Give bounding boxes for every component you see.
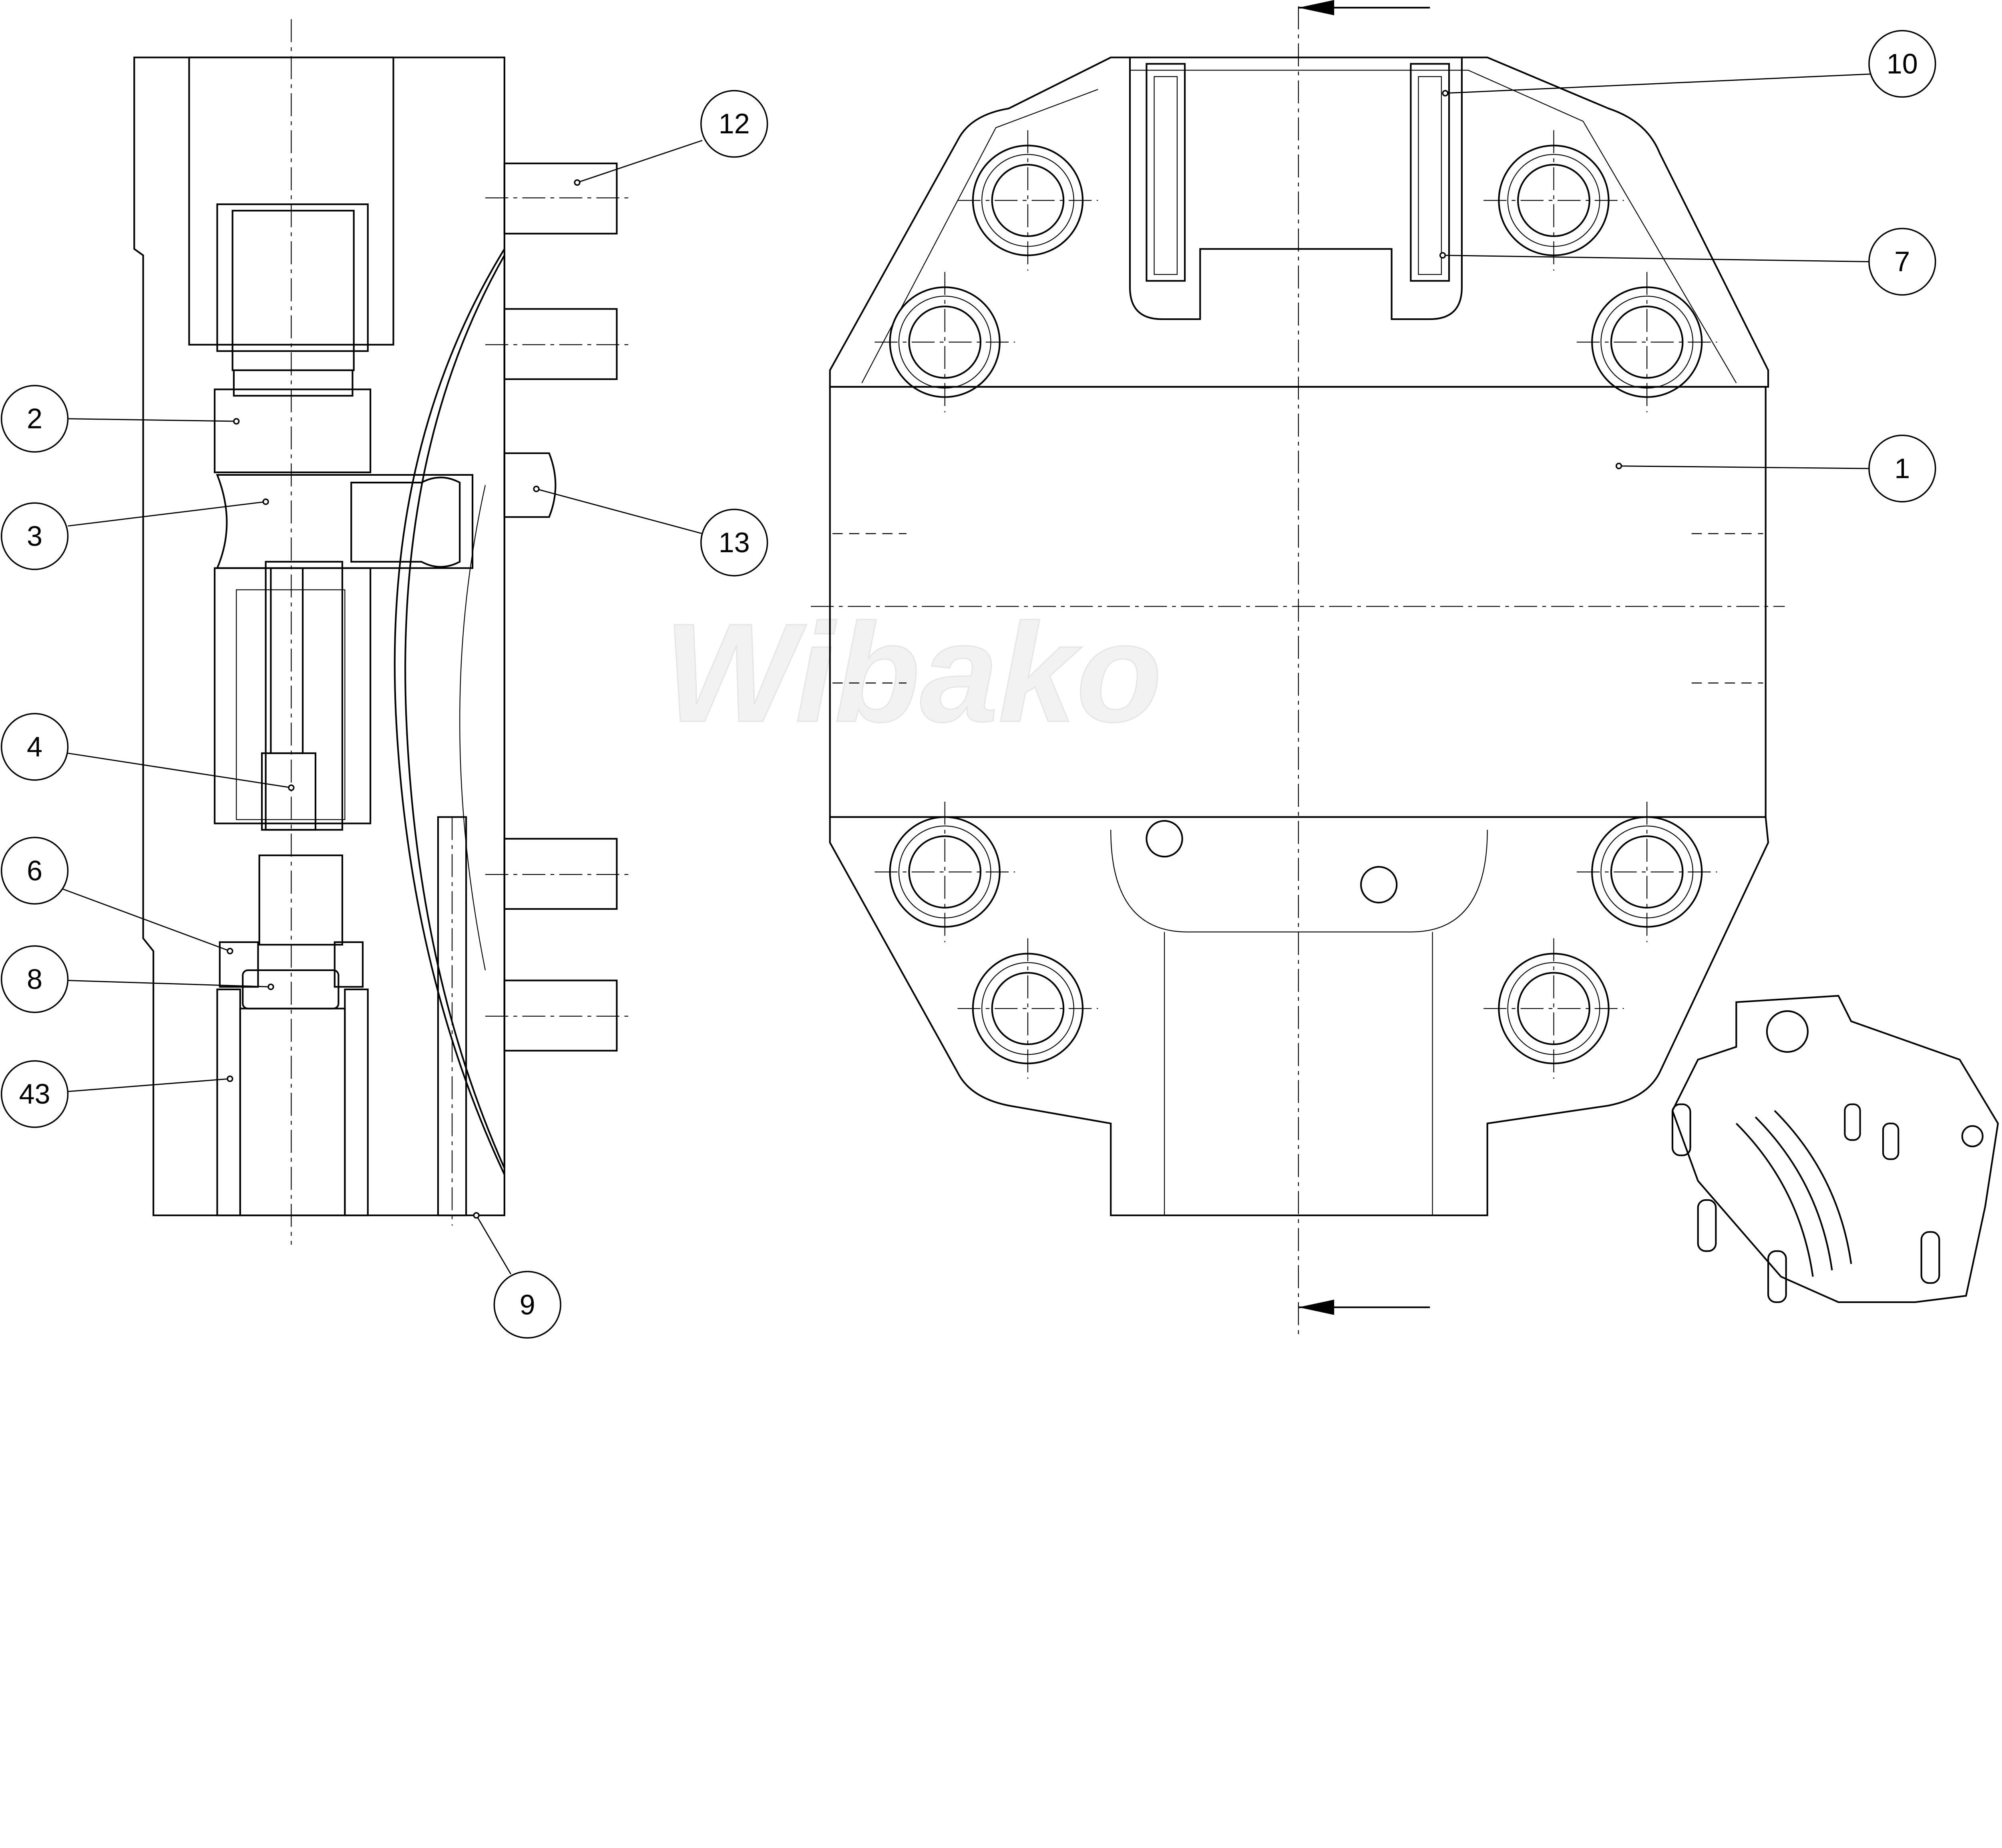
section-view	[133, 19, 632, 1245]
callout-3: 3	[0, 498, 269, 570]
callout-13: 13	[533, 485, 768, 577]
studs-12	[485, 163, 632, 1052]
callout-6: 6	[0, 837, 233, 955]
svg-text:12: 12	[719, 108, 750, 139]
svg-text:7: 7	[1894, 246, 1910, 278]
callout-4: 4	[0, 713, 295, 791]
callout-10: 10	[1442, 30, 1936, 98]
piston-2	[214, 388, 372, 473]
svg-text:1: 1	[1894, 453, 1910, 484]
technical-drawing: Wibako	[0, 0, 1999, 1339]
callout-8: 8	[0, 945, 274, 1013]
svg-text:10: 10	[1887, 48, 1918, 79]
svg-text:4: 4	[27, 731, 42, 762]
svg-text:2: 2	[27, 403, 42, 434]
valve-insert-10	[1410, 63, 1450, 282]
pin-3	[216, 474, 474, 569]
nipple-13	[503, 452, 557, 518]
plug-8	[242, 969, 340, 1009]
callout-9: 9	[473, 1212, 561, 1339]
callout-43: 43	[0, 1060, 233, 1128]
svg-text:43: 43	[19, 1078, 50, 1110]
svg-text:13: 13	[719, 527, 750, 558]
isometric-view	[1671, 995, 1999, 1303]
section-arrow-bottom	[1298, 1299, 1430, 1315]
callout-2: 2	[0, 385, 240, 453]
callout-12: 12	[574, 90, 768, 186]
svg-text:9: 9	[520, 1289, 535, 1320]
svg-text:3: 3	[27, 521, 42, 552]
valve-insert-left	[1146, 63, 1186, 282]
watermark-logo: Wibako	[664, 595, 1162, 751]
svg-text:8: 8	[27, 963, 42, 995]
front-view	[810, 0, 1785, 1334]
section-arrow-top	[1298, 0, 1430, 16]
valve-stem-4	[270, 567, 304, 754]
callout-7: 7	[1439, 227, 1936, 296]
lower-flange	[829, 816, 1769, 1217]
seal-6-right	[334, 941, 364, 988]
top-flange	[829, 56, 1769, 388]
sleeve-43	[216, 988, 241, 1217]
callout-1: 1	[1615, 434, 1936, 503]
bolts	[874, 130, 1717, 1079]
svg-text:6: 6	[27, 855, 42, 886]
seal-6-left	[219, 941, 259, 988]
